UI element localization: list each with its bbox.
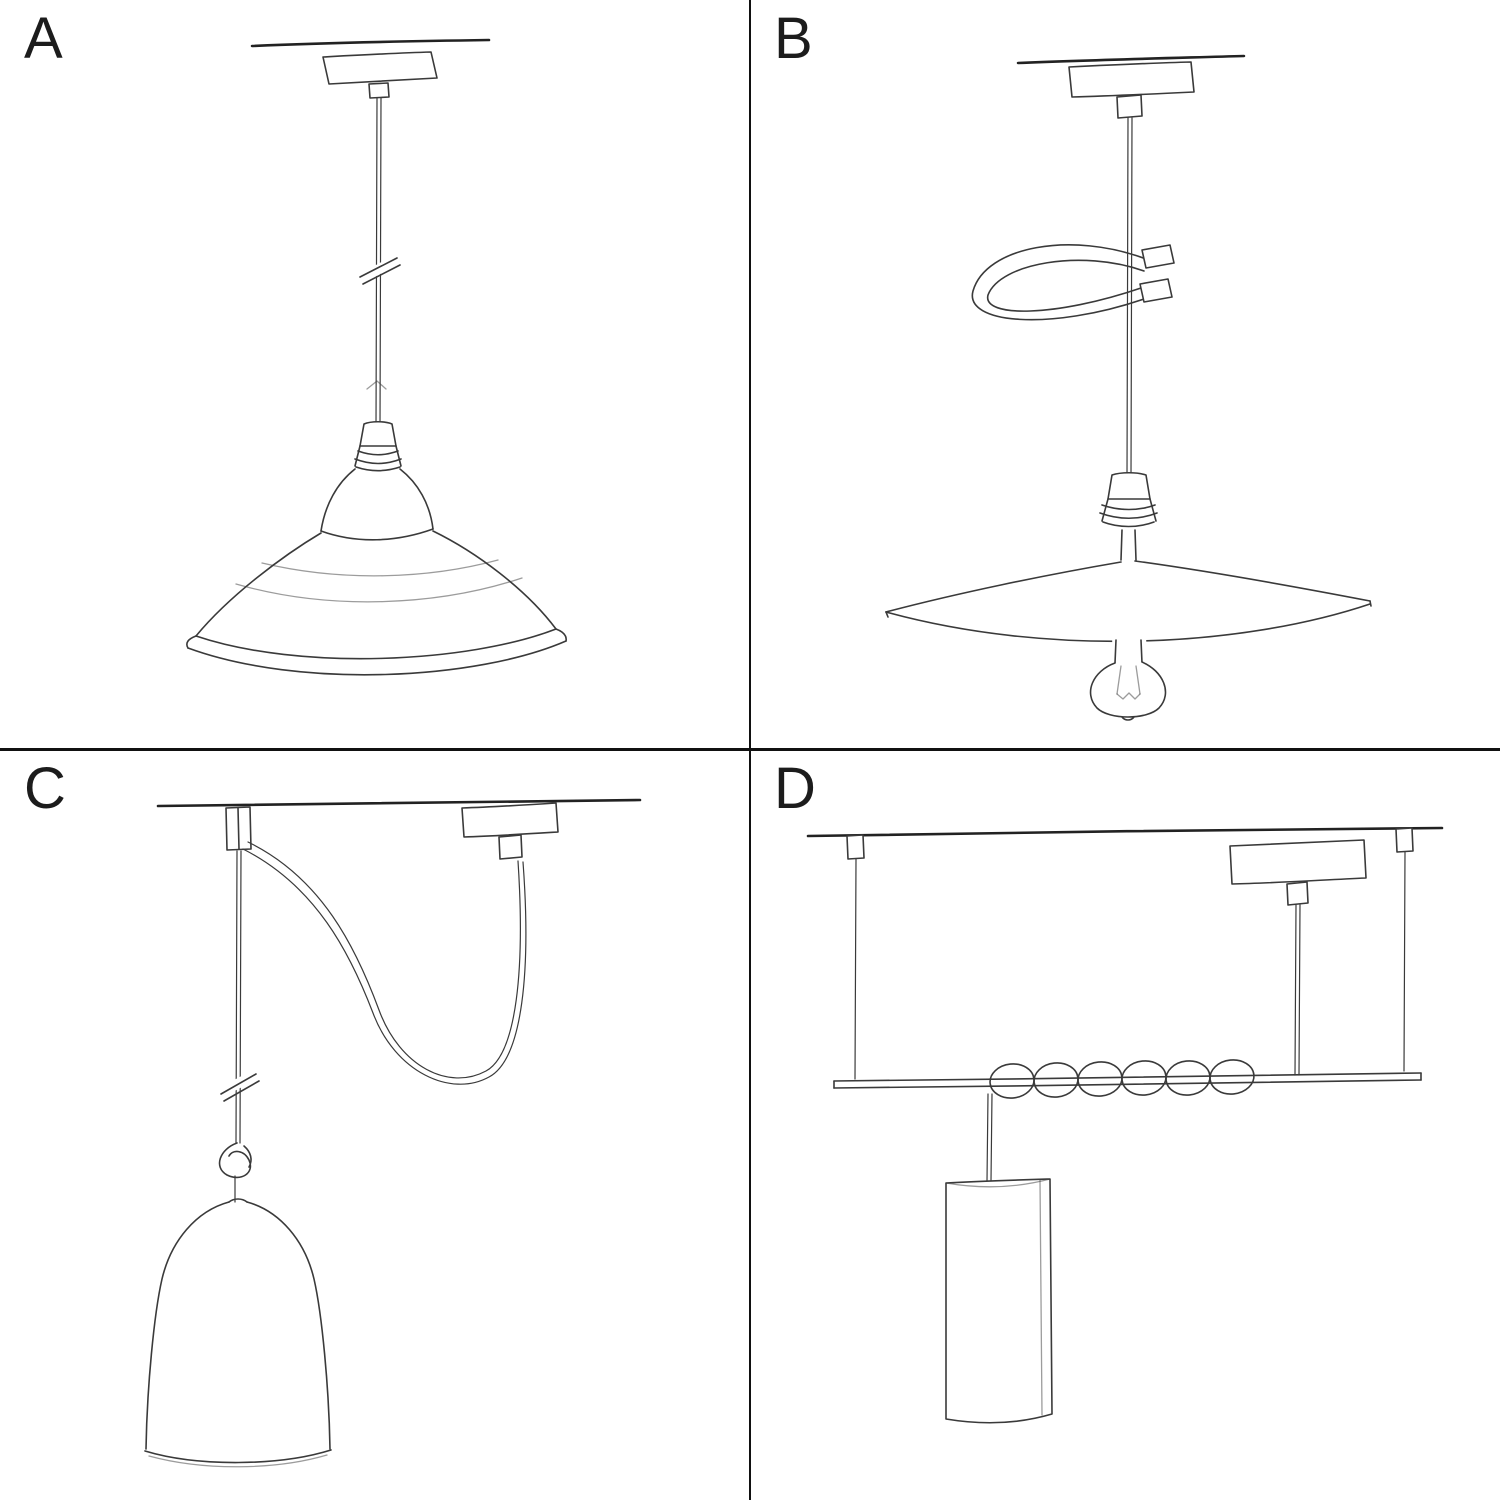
suspension-wire-left xyxy=(846,834,865,1080)
panel-b: B xyxy=(750,0,1500,750)
lamp-holder xyxy=(1099,471,1158,561)
sketch-pendant-c xyxy=(144,798,642,1468)
bell-shade xyxy=(144,1198,332,1468)
lamp-holder xyxy=(354,420,402,472)
ceiling-line xyxy=(250,38,491,48)
panel-c: C xyxy=(0,750,750,1500)
swag-cable xyxy=(242,841,527,1085)
swag-hook xyxy=(225,806,252,851)
panel-label-d: D xyxy=(774,756,817,821)
ceiling-rose xyxy=(322,51,438,99)
pendant-cord xyxy=(1126,117,1133,478)
panel-d: D xyxy=(750,750,1500,1500)
panel-label-a: A xyxy=(24,6,64,71)
panel-label-c: C xyxy=(24,756,67,821)
panel-a: A xyxy=(0,0,750,750)
sketch-pendant-d xyxy=(806,826,1444,1424)
drop-cord xyxy=(986,1093,993,1182)
pendant-cord xyxy=(1294,904,1301,1076)
grid-divider-horizontal xyxy=(0,748,1500,751)
cable-knot xyxy=(218,1142,252,1203)
suspension-bar xyxy=(833,1072,1422,1089)
flat-plate-shade xyxy=(885,560,1372,643)
ceiling-line xyxy=(1016,54,1246,65)
drop-cord xyxy=(220,850,260,1144)
pendant-cord xyxy=(359,97,401,429)
cable-clip-loop xyxy=(971,244,1175,321)
coiled-cable xyxy=(989,1059,1255,1099)
sketch-pendant-b xyxy=(885,54,1372,721)
suspension-wire-right xyxy=(1395,827,1414,1072)
ceiling-line xyxy=(156,798,642,808)
sketch-pendant-a xyxy=(186,38,567,676)
ceiling-rose xyxy=(1229,839,1367,906)
ceiling-line xyxy=(806,826,1444,838)
edison-bulb xyxy=(1089,634,1167,721)
panel-label-b: B xyxy=(774,6,814,71)
tube-shade xyxy=(945,1178,1053,1424)
industrial-bowl-shade xyxy=(186,468,567,676)
ceiling-rose xyxy=(461,802,559,860)
ceiling-rose xyxy=(1068,61,1195,119)
